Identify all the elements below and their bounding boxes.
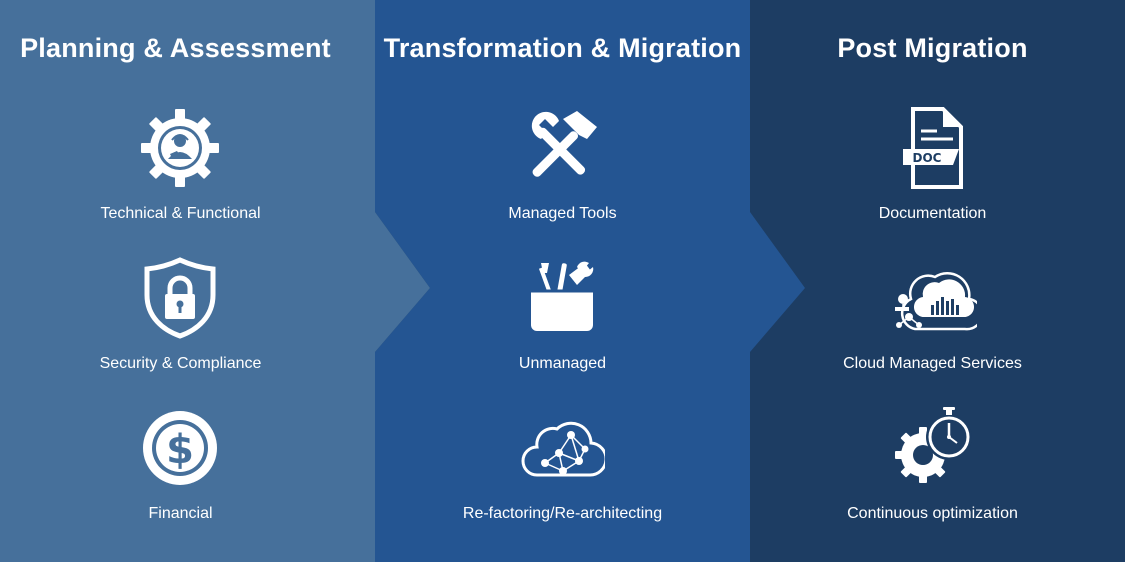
doc-file-icon: DOC bbox=[891, 105, 977, 191]
toolbox-icon bbox=[519, 255, 605, 341]
shield-lock-icon bbox=[137, 255, 223, 341]
gear-stopwatch-icon bbox=[891, 405, 977, 491]
column-title: Planning & Assessment bbox=[20, 33, 331, 63]
item-label: Technical & Functional bbox=[100, 205, 261, 222]
column-planning-assessment: Planning & Assessment bbox=[0, 0, 375, 562]
column-title: Transformation & Migration bbox=[383, 33, 742, 63]
item-label: Security & Compliance bbox=[99, 355, 262, 372]
item-documentation: DOC Documentation bbox=[750, 102, 1125, 242]
column-transformation-migration: Transformation & Migration Managed Tools bbox=[375, 0, 750, 562]
item-label: Re-factoring/Re-architecting bbox=[462, 505, 663, 522]
item-continuous-optimization: Continuous optimization bbox=[750, 402, 1125, 542]
svg-text:DOC: DOC bbox=[913, 151, 942, 165]
item-label: Documentation bbox=[878, 205, 987, 222]
cloud-data-icon bbox=[891, 255, 977, 341]
item-label: Unmanaged bbox=[518, 355, 607, 372]
item-unmanaged: Unmanaged bbox=[375, 252, 750, 392]
item-financial: $ Financial bbox=[0, 402, 375, 542]
column-title: Post Migration bbox=[837, 33, 1028, 63]
item-label: Financial bbox=[148, 505, 213, 522]
gear-support-agent-icon bbox=[137, 105, 223, 191]
item-label: Managed Tools bbox=[508, 205, 617, 222]
item-refactoring: Re-factoring/Re-architecting bbox=[375, 402, 750, 542]
item-cloud-managed-services: Cloud Managed Services bbox=[750, 252, 1125, 392]
item-technical-functional: Technical & Functional bbox=[0, 102, 375, 242]
item-label: Continuous optimization bbox=[847, 505, 1018, 522]
dollar-coin-icon: $ bbox=[137, 405, 223, 491]
item-label: Cloud Managed Services bbox=[843, 355, 1022, 372]
cloud-network-icon bbox=[519, 405, 605, 491]
item-managed-tools: Managed Tools bbox=[375, 102, 750, 242]
svg-text:$: $ bbox=[166, 427, 194, 473]
wrench-hammer-icon bbox=[519, 105, 605, 191]
column-post-migration: Post Migration DOC Documentation bbox=[750, 0, 1125, 562]
item-security-compliance: Security & Compliance bbox=[0, 252, 375, 392]
